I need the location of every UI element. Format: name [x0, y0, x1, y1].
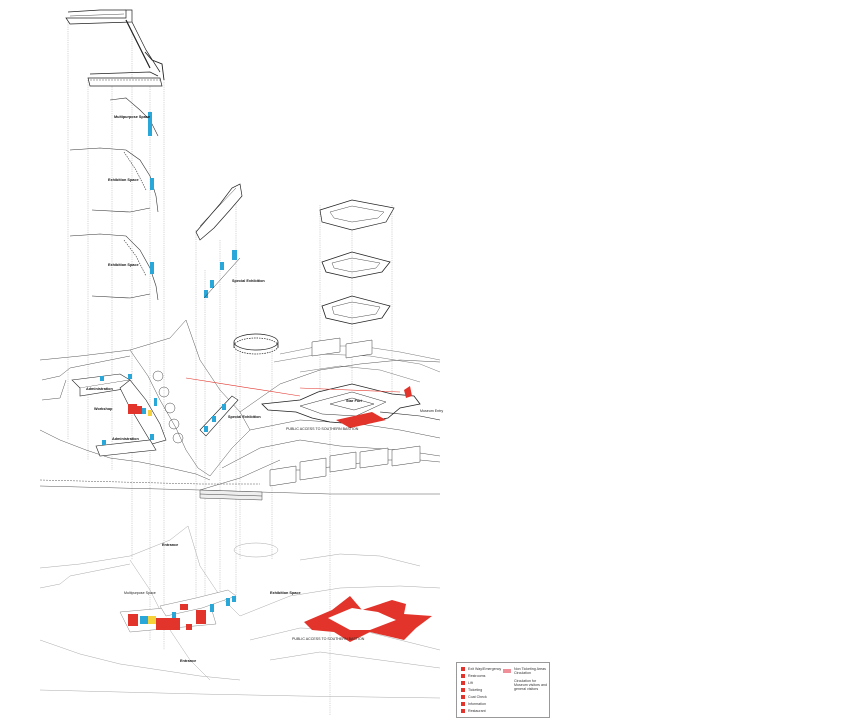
label-multipurpose-2: Multipurpose Space: [124, 591, 156, 595]
drum-building: [233, 333, 279, 355]
middle-wing-stairs: [203, 250, 241, 299]
legend-swatch: [461, 681, 465, 685]
legend-label: Ticketing: [468, 688, 483, 692]
legend-label: Coat Check: [468, 695, 487, 699]
label-public-access: PUBLIC ACCESS TO SOUTHERN BASTION: [286, 427, 359, 431]
label-workshop: Workshop: [94, 407, 113, 411]
lower-west-wing: [119, 589, 237, 633]
legend-item: Exit Way/Emergency: [461, 667, 501, 671]
legend-note: Circulation for Museum visitors and gene…: [514, 679, 548, 691]
legend-swatch-pink: [503, 669, 511, 673]
legend-label: Non Ticketing Areas Circulation: [514, 667, 546, 675]
label-administration: Administration: [86, 387, 113, 391]
fort-lower-level: [321, 295, 391, 325]
legend-item: Coat Check: [461, 695, 487, 699]
legend-item-pink: Non Ticketing Areas Circulation: [503, 667, 546, 675]
legend-item: Restrooms: [461, 674, 485, 678]
fort-middle-level: [321, 251, 391, 279]
label-museum-entry: Museum Entry: [420, 409, 443, 413]
label-special-exhibition: Special Exhibition: [232, 279, 265, 283]
fort-roof-level: [319, 199, 395, 231]
label-exhibition-space: Exhibition Space: [108, 178, 139, 182]
legend-swatch: [461, 667, 465, 671]
middle-wing-building: [195, 183, 243, 241]
legend-label: Lift: [468, 681, 473, 685]
diagram-labels: Multipurpose Space Exhibition Space Exhi…: [86, 115, 443, 663]
floor-plan-level-2: [69, 147, 159, 213]
floor-plan-upper: [109, 97, 159, 137]
label-special-exhibition-2: Special Exhibition: [228, 415, 261, 419]
legend-item: Lift: [461, 681, 473, 685]
legend: Exit Way/Emergency Restrooms Lift Ticket…: [456, 662, 550, 718]
site-star-fort: [185, 377, 441, 428]
trees: [152, 370, 184, 444]
legend-note-text: Circulation for Museum visitors and gene…: [514, 679, 547, 691]
site-west-wing-colors: [100, 374, 157, 445]
legend-label: Information: [468, 702, 486, 706]
label-entrance-2: Entrance: [180, 659, 196, 663]
legend-swatch: [461, 674, 465, 678]
floor-plan-level-1: [69, 233, 159, 301]
lower-star-fort: [304, 596, 432, 642]
label-entrance: Entrance: [162, 543, 178, 547]
legend-label: Restaurant: [468, 709, 486, 713]
legend-item: Restaurant: [461, 709, 486, 713]
label-administration-2: Administration: [112, 437, 139, 441]
label-exhibition-space-3: Exhibition Space: [270, 591, 301, 595]
label-multipurpose-space: Multipurpose Space: [114, 115, 150, 119]
legend-item: Ticketing: [461, 688, 482, 692]
label-public-access-2: PUBLIC ACCESS TO SOUTHERN BASTION: [292, 637, 365, 641]
legend-swatch: [461, 709, 465, 713]
legend-swatch: [461, 688, 465, 692]
legend-swatch: [461, 702, 465, 706]
legend-label: Exit Way/Emergency: [468, 667, 502, 671]
legend-label: Restrooms: [468, 674, 486, 678]
label-exhibition-space-2: Exhibition Space: [108, 263, 139, 267]
label-star-fort: Star Fort: [346, 399, 363, 403]
projection-lines: [67, 20, 393, 715]
site-special-exhibition: [199, 395, 239, 437]
legend-swatch: [461, 695, 465, 699]
top-building-wing: [65, 9, 165, 87]
legend-item: Information: [461, 702, 486, 706]
